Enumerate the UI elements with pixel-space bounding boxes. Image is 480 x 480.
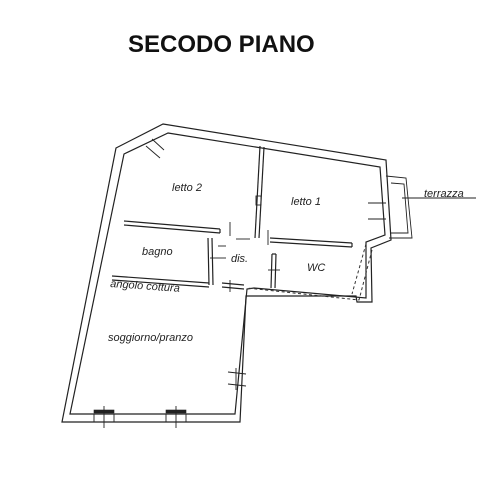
plan-title: SECODO PIANO (128, 31, 315, 58)
label-bagno: bagno (142, 246, 173, 258)
terrace (385, 175, 476, 239)
outer-walls (61, 123, 392, 423)
label-letto-1: letto 1 (291, 196, 321, 208)
label-terrazza: terrazza (424, 188, 464, 200)
dashed-boundary (246, 243, 373, 301)
bottom-windows (90, 406, 190, 428)
door-openings (145, 138, 386, 390)
label-soggiorno-pranzo: soggiorno/pranzo (108, 332, 193, 344)
label-letto-2: letto 2 (172, 182, 202, 194)
label-angolo-cottura: angolo cottura (110, 278, 180, 295)
label-dis: dis. (231, 253, 248, 265)
interior-walls (111, 145, 353, 290)
label-wc: WC (307, 262, 325, 274)
